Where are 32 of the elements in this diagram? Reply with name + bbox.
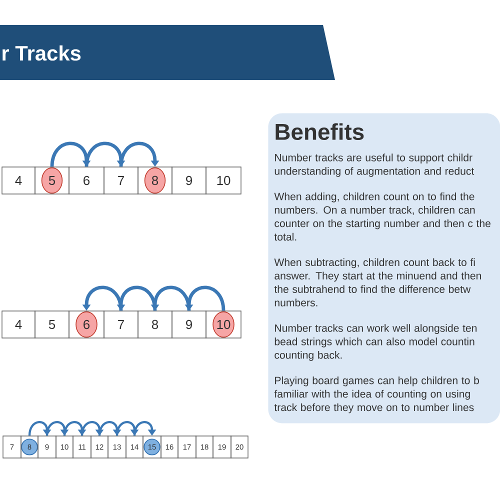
track-cell: 7: [104, 310, 138, 338]
jump-arrow: [84, 142, 126, 167]
track-cell: 6: [68, 166, 104, 194]
paragraph: When adding, children count on to find the numbers. On a number track, children can counter on the starting number and then c the total.: [274, 192, 490, 241]
track-cell: 10: [206, 310, 242, 338]
jump-arrow: [98, 421, 122, 436]
panel-heading: Benefits: [276, 123, 364, 140]
info-panel: [268, 113, 500, 424]
paragraph: Number tracks are useful to support childr understanding of augmentation and reduct: [274, 154, 474, 177]
paragraph: When subtracting, children count back to fi answer. They start at the minuend and then the subtrahend to find the difference betw numbers.: [274, 258, 481, 306]
track-cell: 8: [138, 310, 172, 338]
jump-arrow: [116, 421, 139, 436]
track-cell: 5: [34, 310, 70, 338]
jump-arrow: [133, 421, 156, 436]
jump-arrow: [28, 421, 52, 436]
jump-arrow: [80, 421, 104, 436]
title-banner: r Tracks: [0, 25, 335, 80]
jump-arrow: [50, 142, 91, 167]
paragraph: Number tracks can work well alongside ten bead strings which can also model countin counting back.: [274, 324, 477, 361]
jump-arrow: [63, 421, 86, 436]
jump-arrow: [46, 421, 69, 436]
jump-arrow: [119, 142, 160, 167]
track-cell: 8: [138, 166, 172, 194]
track-cell: 4: [2, 310, 36, 338]
track-cell: 6: [68, 310, 104, 338]
track-cell: 9: [172, 166, 206, 194]
track-cell: 4: [2, 166, 36, 194]
track-cell: 10: [206, 166, 242, 194]
track-cell: 9: [172, 310, 206, 338]
track-cell: 7: [104, 166, 138, 194]
paragraph: Playing board games can help children to b familiar with the idea of counting on using track before they move on to number lines: [274, 376, 479, 414]
track-cell: 5: [34, 166, 70, 194]
